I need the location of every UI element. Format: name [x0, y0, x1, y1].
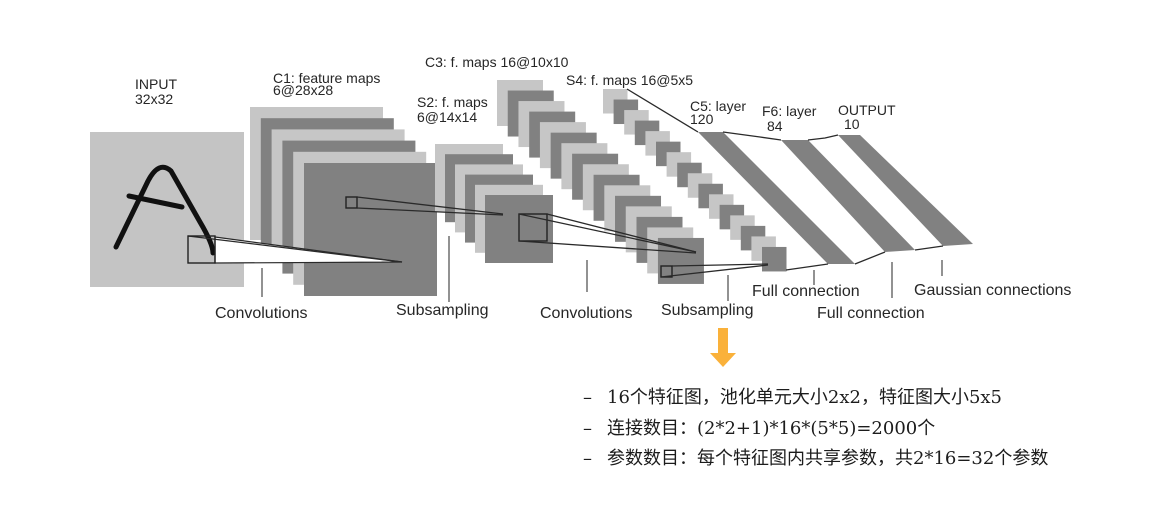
cone-line — [356, 196, 504, 215]
s4-label: S4: f. maps 16@5x5 — [566, 72, 693, 88]
f6-to-output-bottom-line — [914, 245, 944, 251]
note-bullet: – — [583, 387, 592, 408]
cone-line — [187, 235, 403, 263]
s4-layer-notes: – 16个特征图，池化单元大小2x2，特征图大小5x5 – 连接数目：(2*2+… — [583, 383, 1048, 475]
c5-to-f6-bottom-line — [854, 251, 886, 265]
s4-to-c5-bottom-line — [785, 263, 829, 271]
input-label: INPUT — [135, 76, 177, 92]
subsampling-label-1: Subsampling — [396, 302, 489, 319]
c1-kernel-box — [345, 196, 358, 209]
layer-labels: INPUT 32x32 C1: feature maps 6@28x28 S2:… — [135, 54, 896, 134]
dense-layers — [626, 88, 973, 271]
note-item: – 连接数目：(2*2+1)*16*(5*5)=2000个 — [583, 414, 1048, 445]
cone-line — [671, 263, 769, 267]
cone-line — [518, 213, 697, 253]
c1-size-label: 6@28x28 — [273, 82, 333, 98]
note-text: 连接数目：(2*2+1)*16*(5*5)=2000个 — [607, 417, 936, 439]
gaussian-connections-label: Gaussian connections — [914, 282, 1071, 299]
s4-feature-map — [762, 246, 787, 272]
note-item: – 参数数目：每个特征图内共享参数，共2*16=32个参数 — [583, 444, 1048, 475]
c5-layer-band — [698, 132, 855, 264]
cone-line — [518, 240, 697, 254]
s2-size-label: 6@14x14 — [417, 109, 477, 125]
subsampling-label-2: Subsampling — [661, 302, 754, 319]
c5-size-label: 120 — [690, 111, 714, 127]
input-layer — [90, 132, 244, 287]
s2-label: S2: f. maps — [417, 94, 488, 110]
s2-to-c3-connection — [518, 213, 697, 254]
c1-feature-maps — [250, 107, 437, 296]
input-kernel-box — [187, 235, 216, 264]
c3-to-s4-connection — [660, 263, 769, 278]
c3-label: C3: f. maps 16@10x10 — [425, 54, 569, 70]
arrow-shaft — [718, 328, 728, 353]
input-to-c1-connection — [187, 235, 403, 264]
note-bullet: – — [583, 417, 592, 439]
f6-layer-band — [781, 140, 915, 252]
note-item: – 16个特征图，池化单元大小2x2，特征图大小5x5 — [583, 383, 1048, 414]
input-image — [90, 132, 244, 287]
operation-labels: Convolutions Subsampling Convolutions Su… — [215, 236, 1071, 322]
input-size-label: 32x32 — [135, 91, 173, 107]
note-bullet: – — [583, 448, 592, 469]
s4-feature-maps — [603, 89, 787, 272]
handwritten-a-stroke — [113, 164, 216, 256]
full-connection-label-2: Full connection — [817, 305, 925, 322]
f6-size-label: 84 — [767, 118, 783, 134]
c5-to-f6-top-line — [722, 131, 782, 141]
c1-feature-map — [304, 163, 437, 296]
output-layer-band — [838, 135, 973, 246]
full-connection-label-1: Full connection — [752, 283, 860, 300]
cone-line — [356, 207, 504, 216]
note-text: 参数数目：每个特征图内共享参数，共2*16=32个参数 — [607, 448, 1049, 469]
cone-line — [660, 264, 769, 278]
convolutions-label-2: Convolutions — [540, 305, 633, 322]
s2-feature-maps — [435, 144, 553, 263]
cone-line — [546, 213, 697, 253]
s2-kernel-box — [518, 213, 548, 242]
note-text: 16个特征图，池化单元大小2x2，特征图大小5x5 — [607, 387, 1003, 408]
arrow-head — [710, 353, 736, 367]
c1-label: C1: feature maps — [273, 70, 380, 86]
c1-to-s2-connection — [345, 196, 504, 216]
output-label: OUTPUT — [838, 102, 896, 118]
c5-label: C5: layer — [690, 98, 746, 114]
handwritten-a-crossbar — [126, 193, 185, 210]
arrow-down-icon — [710, 328, 736, 367]
output-size-label: 10 — [844, 116, 860, 132]
convolutions-label-1: Convolutions — [215, 305, 308, 322]
f6-label: F6: layer — [762, 103, 817, 119]
f6-to-output-top-line — [807, 134, 839, 141]
s4-to-c5-top-line — [626, 88, 699, 133]
